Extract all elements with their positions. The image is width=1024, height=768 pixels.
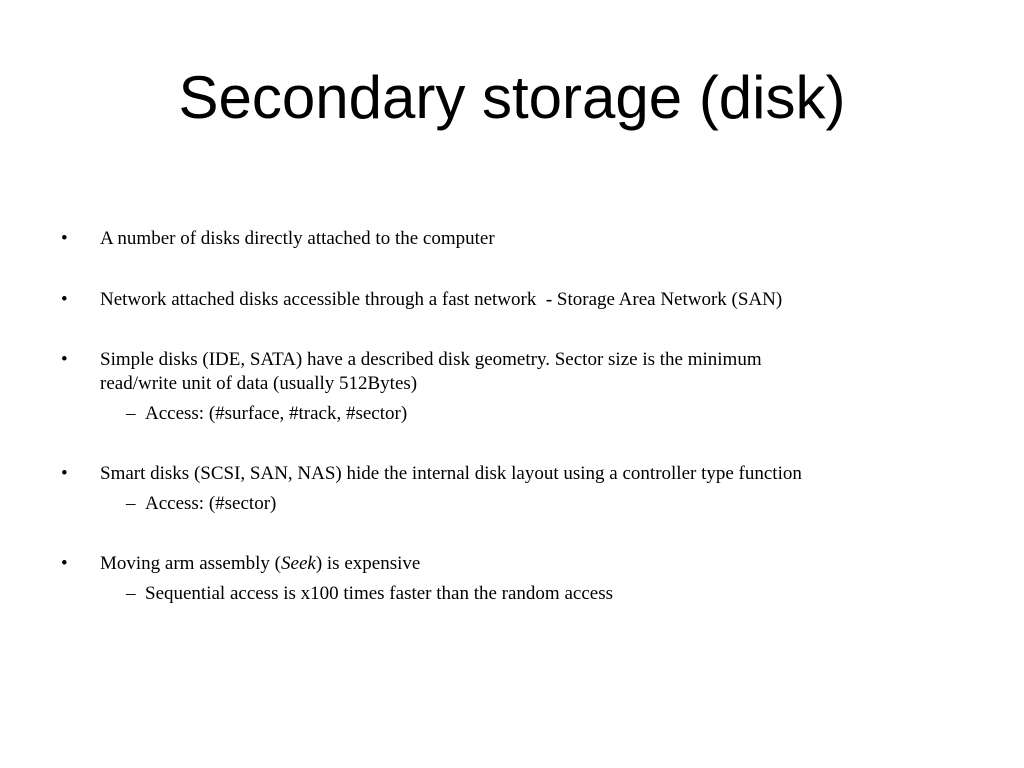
bullet-icon: • xyxy=(61,228,68,249)
bullet-icon: • xyxy=(61,289,68,310)
dash-icon: – xyxy=(126,583,136,604)
bullet-text: Moving arm assembly (Seek) is expensive xyxy=(100,552,420,576)
bullet-text: Network attached disks accessible throug… xyxy=(100,288,782,312)
bullet-text-part: Storage Area Network (SAN) xyxy=(552,289,783,310)
bullet-text: read/write unit of data (usually 512Byte… xyxy=(100,373,418,394)
bullet-text: Simple disks (IDE, SATA) have a describe… xyxy=(100,349,762,370)
bullet-icon: • xyxy=(61,463,68,484)
bullet-separator: - xyxy=(545,289,553,310)
slide-title: Secondary storage (disk) xyxy=(178,64,846,131)
bullet-icon: • xyxy=(61,553,68,574)
sub-bullet-text: Sequential access is x100 times faster t… xyxy=(145,583,613,604)
sub-bullet-text: Access: (#sector) xyxy=(145,493,277,514)
bullet-icon: • xyxy=(61,349,68,370)
sub-bullet-text: Access: (#surface, #track, #sector) xyxy=(145,403,408,424)
bullet-text-part: Network attached disks accessible throug… xyxy=(100,289,546,310)
emphasis-text: Seek xyxy=(281,553,316,574)
bullet-text: A number of disks directly attached to t… xyxy=(100,228,495,249)
dash-icon: – xyxy=(126,493,136,514)
bullet-text-part: Moving arm assembly ( xyxy=(100,553,282,574)
bullet-text-part: ) is expensive xyxy=(315,553,421,574)
bullet-text: Smart disks (SCSI, SAN, NAS) hide the in… xyxy=(100,463,802,484)
dash-icon: – xyxy=(126,403,136,424)
